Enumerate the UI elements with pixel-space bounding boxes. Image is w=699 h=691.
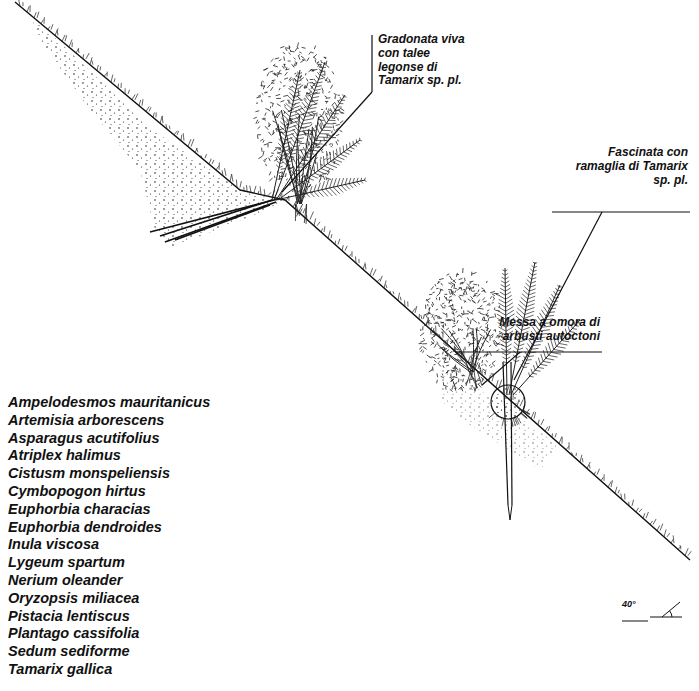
callout-label: Fascinata con ramaglia di Tamarix sp. pl… xyxy=(560,146,688,187)
species-name: Cistusm monspeliensis xyxy=(8,465,170,482)
species-name: Asparagus acutifolius xyxy=(8,430,159,447)
species-name: Inula viscosa xyxy=(8,536,99,553)
species-name: Cymbopogon hirtus xyxy=(8,483,146,500)
angle-value: 40° xyxy=(622,599,636,609)
species-name: Euphorbia characias xyxy=(8,501,151,518)
upper-shrub xyxy=(254,42,345,223)
leader-lines xyxy=(282,35,690,385)
fascine xyxy=(489,262,581,520)
species-name: Atriplex halimus xyxy=(8,447,121,464)
species-name: Plantago cassifolia xyxy=(8,625,139,642)
species-name: Ampelodesmos mauritanicus xyxy=(8,394,210,411)
gradonata-cuttings xyxy=(150,62,366,242)
species-name: Euphorbia dendroides xyxy=(8,519,162,536)
species-name: Oryzopsis miliacea xyxy=(8,590,139,607)
species-name: Nerium oleander xyxy=(8,572,122,589)
species-name: Pistacia lentiscus xyxy=(8,608,130,625)
species-name: Artemisia arborescens xyxy=(8,412,164,429)
species-name: Lygeum spartum xyxy=(8,554,125,571)
lower-shrub xyxy=(419,268,504,392)
callout-label: Messa a omora di arbusti autoctoni xyxy=(458,316,600,344)
callout-label: Gradonata viva con talee legonse di Tama… xyxy=(378,33,474,88)
species-name: Sedum sediforme xyxy=(8,643,130,660)
species-name: Tamarix gallica xyxy=(8,661,112,678)
